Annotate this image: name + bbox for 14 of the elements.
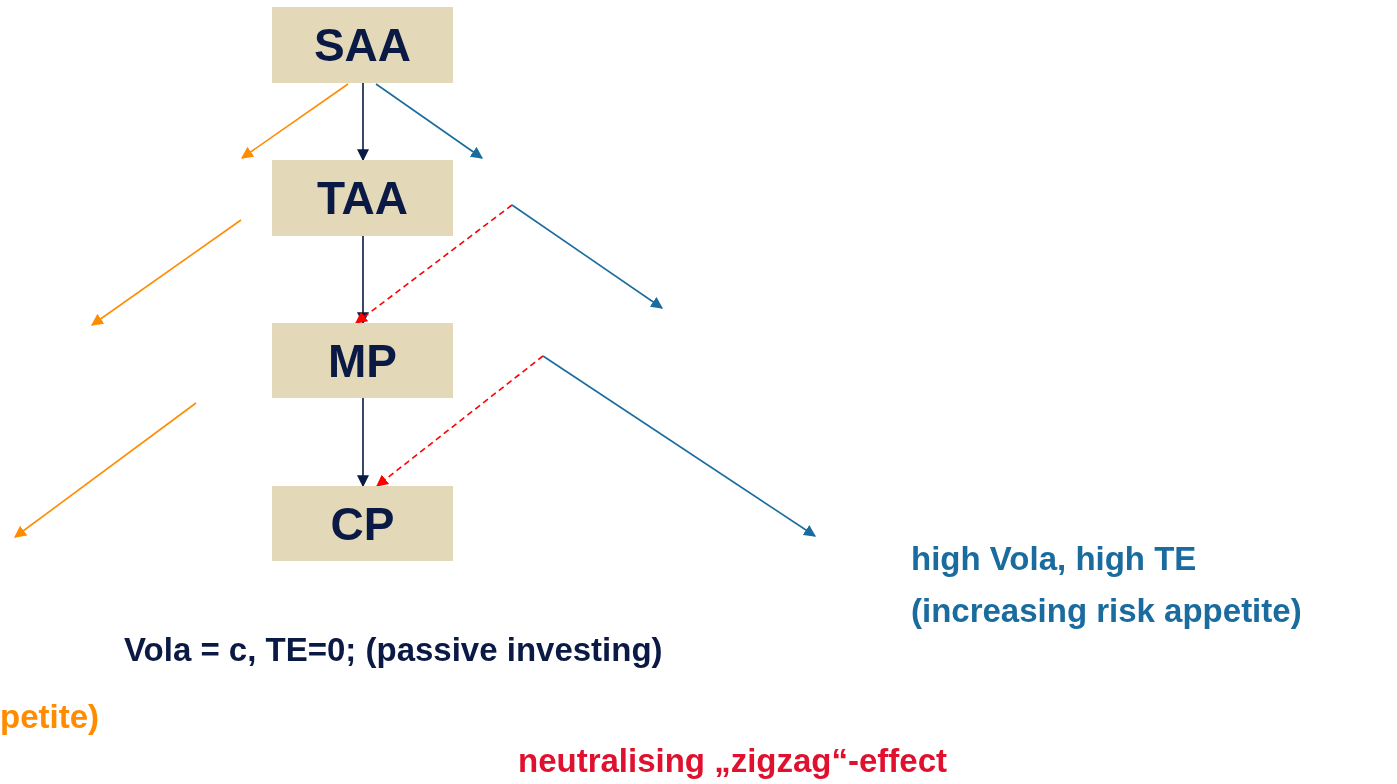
arrow (357, 82, 369, 162)
note-text: Vola = c, TE=0; (passive investing) (124, 630, 663, 670)
process-box: CP (272, 486, 453, 561)
note-text: (increasing risk appetite) (911, 591, 1302, 631)
note-text: neutralising „zigzag“-effect (518, 741, 948, 781)
arrow (376, 355, 544, 487)
process-box: TAA (272, 160, 453, 236)
arrow (357, 235, 369, 325)
note-text: high Vola, high TE (911, 539, 1197, 579)
process-box: SAA (272, 7, 453, 83)
note-text: petite) (0, 697, 99, 737)
arrow (355, 204, 513, 324)
process-box: MP (272, 323, 453, 398)
arrow (357, 397, 369, 488)
